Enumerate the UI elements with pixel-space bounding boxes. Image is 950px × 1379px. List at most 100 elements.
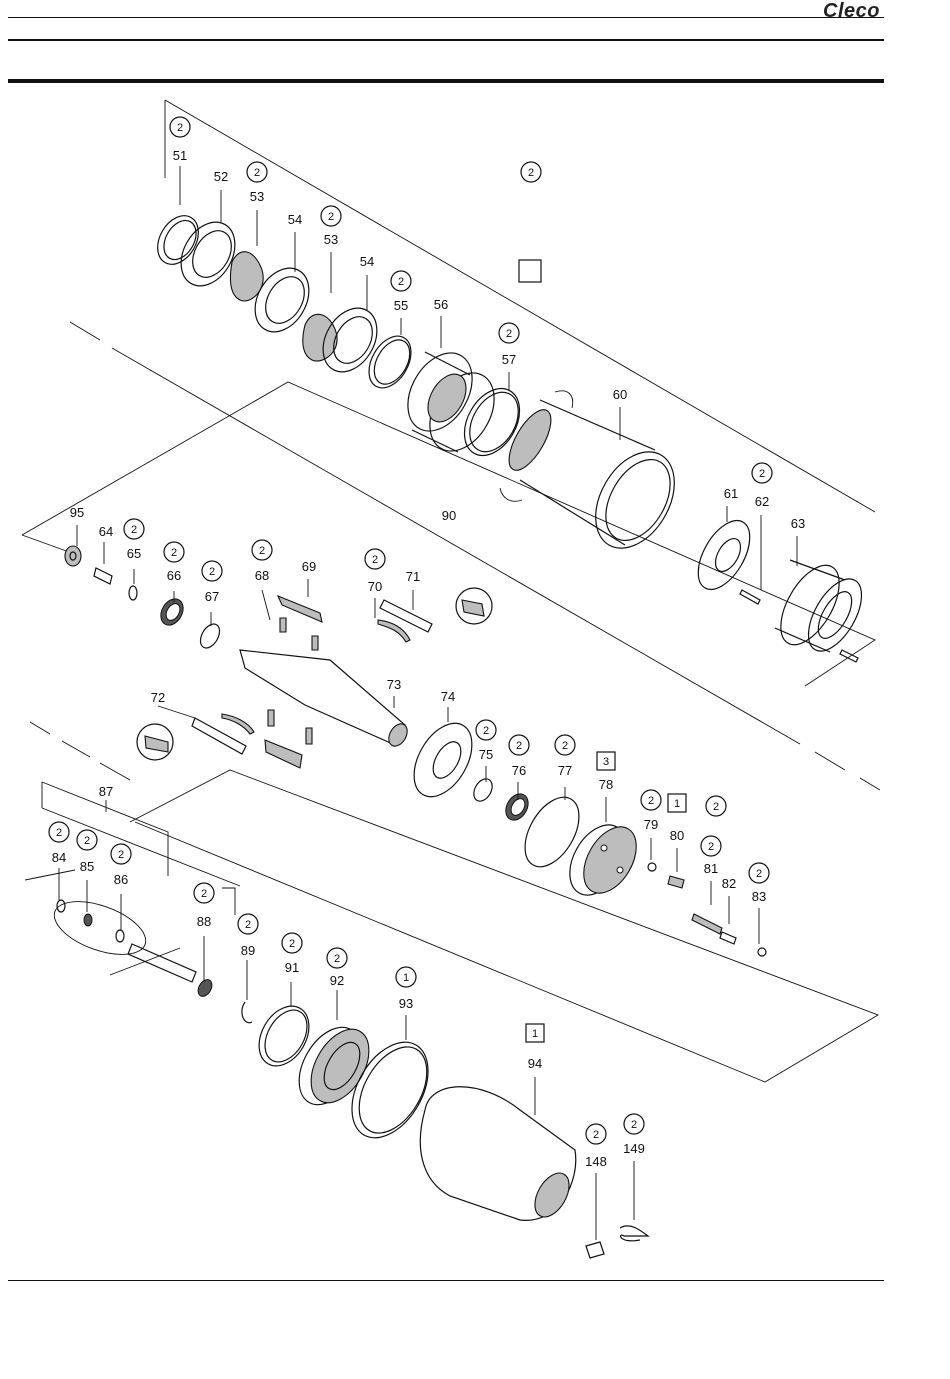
part-95-bushing	[65, 546, 81, 566]
callout-badge-text-p89: 2	[245, 919, 251, 931]
callout-badge-text-p53b: 2	[328, 211, 334, 223]
callout-badge-text-p53a: 2	[254, 167, 260, 179]
callout-number-p76: 76	[512, 763, 526, 778]
callout-badge-text-p70: 2	[372, 554, 378, 566]
callout-number-p93: 93	[399, 996, 413, 1011]
callout-number-p57: 57	[502, 352, 516, 367]
callout-number-p75: 75	[479, 747, 493, 762]
callout-badge-text-p76: 2	[516, 740, 522, 752]
callout-number-p71: 71	[406, 569, 420, 584]
callout-number-p94: 94	[528, 1056, 542, 1071]
callout-number-p72: 72	[151, 690, 165, 705]
callout-number-p55: 55	[394, 298, 408, 313]
frame-lines	[22, 100, 880, 1082]
callout-number-p67: 67	[205, 589, 219, 604]
callout-badge-text-p51: 2	[177, 122, 183, 134]
part-84-85-86-small-parts	[47, 891, 152, 965]
callout-number-p85: 85	[80, 859, 94, 874]
callout-number-p149: 149	[623, 1141, 645, 1156]
callout-number-p87: 87	[99, 784, 113, 799]
callout-number-p86: 86	[114, 872, 128, 887]
callout-number-p92: 92	[330, 973, 344, 988]
callout-number-p60: 60	[613, 387, 627, 402]
callout-badge-text-p88: 2	[201, 888, 207, 900]
callout-badge-text-p80: 1	[674, 798, 680, 810]
callout-number-p95: 95	[70, 505, 84, 520]
callout-number-p89: 89	[241, 943, 255, 958]
callout-number-p80: 80	[670, 828, 684, 843]
part-76-ring	[501, 790, 532, 824]
callout-number-p81: 81	[704, 861, 718, 876]
part-66-ring	[156, 595, 187, 629]
callout-number-p66: 66	[167, 568, 181, 583]
callout-badge-text-p85: 2	[84, 835, 90, 847]
part-89-clip	[242, 1002, 252, 1023]
callout-number-p68: 68	[255, 568, 269, 583]
callout-badge-text-p149: 2	[631, 1119, 637, 1131]
callout-number-p77: 77	[558, 763, 572, 778]
legend-circle-badge: 2	[528, 167, 534, 179]
callout-badge-text-p66: 2	[171, 547, 177, 559]
part-88-ring	[195, 977, 214, 999]
callout-number-p53a: 53	[250, 189, 264, 204]
callout-badge-text-p93: 1	[403, 972, 409, 984]
part-87-spindle	[128, 944, 196, 982]
part-51-retaining-ring	[149, 208, 206, 271]
callout-badge-text-p62: 2	[759, 468, 765, 480]
callout-badge-text-p84: 2	[56, 827, 62, 839]
callout-badge-text-p83: 2	[756, 868, 762, 880]
callout-badge-text-p91: 2	[289, 938, 295, 950]
callout-number-p74: 74	[441, 689, 455, 704]
legend: 2	[519, 162, 541, 282]
callout-number-p61: 61	[724, 486, 738, 501]
callout-badge-text-p65: 2	[131, 524, 137, 536]
callout-number-p51: 51	[173, 148, 187, 163]
part-53-wave-spring-2	[303, 314, 337, 361]
callout-badge-text-p81: 2	[708, 841, 714, 853]
callout-number-p65: 65	[127, 546, 141, 561]
part-83-ball	[758, 948, 766, 956]
callout-badge-text-p80b: 2	[713, 801, 719, 813]
part-94-housing	[420, 1087, 576, 1223]
part-78-valve-body	[558, 815, 647, 905]
part-55-o-ring	[360, 329, 419, 395]
callout-number-p79: 79	[644, 817, 658, 832]
part-79-ball	[648, 863, 656, 871]
callout-number-p54a: 54	[288, 212, 302, 227]
part-72-vane	[137, 714, 302, 768]
part-92-bearing	[286, 1017, 380, 1116]
part-63-coupling	[769, 556, 872, 662]
callout-badge-text-p148: 2	[593, 1129, 599, 1141]
callout-number-p83: 83	[752, 889, 766, 904]
part-60-motor-housing	[500, 391, 690, 562]
callout-badge-text-p86: 2	[118, 849, 124, 861]
callout-number-p73: 73	[387, 677, 401, 692]
callout-number-p52: 52	[214, 169, 228, 184]
callout-number-p148: 148	[585, 1154, 607, 1169]
callout-badge-text-p55: 2	[398, 276, 404, 288]
callout-number-p88: 88	[197, 914, 211, 929]
callout-number-p53b: 53	[324, 232, 338, 247]
callout-number-p62: 62	[755, 494, 769, 509]
part-62-pin	[740, 590, 760, 604]
part-70-leaf-spring	[378, 620, 410, 642]
part-73-rotor-shaft	[240, 650, 411, 749]
callout-number-p63: 63	[791, 516, 805, 531]
part-74-end-plate	[402, 713, 484, 806]
callout-badge-text-p68: 2	[259, 545, 265, 557]
callout-badge-text-p78: 3	[603, 756, 609, 768]
callout-badge-text-p77: 2	[562, 740, 568, 752]
part-65-washer	[129, 586, 137, 600]
callout-number-p64: 64	[99, 524, 113, 539]
part-68-spring	[268, 618, 318, 744]
callout-number-p84: 84	[52, 850, 66, 865]
callout-badge-text-p57: 2	[506, 328, 512, 340]
part-91-retaining-ring	[249, 997, 319, 1074]
part-67-o-ring	[197, 621, 224, 652]
callout-badge-text-p94: 1	[532, 1028, 538, 1040]
callout-number-p56: 56	[434, 297, 448, 312]
part-81-spring	[692, 914, 722, 934]
callout-number-p90: 90	[442, 508, 456, 523]
part-75-washer	[470, 776, 496, 805]
callout-badge-text-p75: 2	[483, 725, 489, 737]
